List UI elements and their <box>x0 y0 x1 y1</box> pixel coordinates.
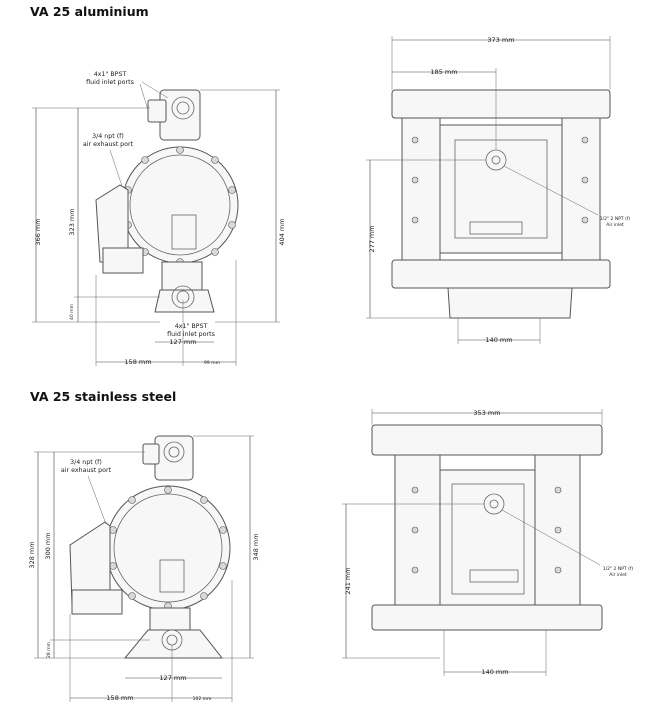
ss-side-view: 328 mm 300 mm 28 mm 348 mm 158 mm 102 mm… <box>28 435 260 702</box>
alu-callout-exhaust-1: 3/4 npt (f) <box>92 133 124 140</box>
ss-height-base: 28 mm <box>46 642 52 658</box>
ss-callout-exhaust-2: air exhaust port <box>61 467 112 474</box>
alu-top-width-half: 185 mm <box>430 68 457 76</box>
ss-callout-exhaust-1: 3/4 npt (f) <box>70 459 102 466</box>
alu-width-left: 158 mm <box>124 358 151 366</box>
alu-callout-exhaust-2: air exhaust port <box>83 141 134 148</box>
alu-top-width-bottom: 140 mm <box>485 336 512 344</box>
alu-top-view: 373 mm 185 mm 277 mm 140 mm 1/2" 2 NPT (… <box>366 36 630 344</box>
section-title-aluminium: VA 25 aluminium <box>30 4 149 19</box>
ss-height-total: 328 mm <box>28 541 36 568</box>
alu-top-callout-1: 1/2" 2 NPT (f) <box>600 216 631 222</box>
section-title-stainless: VA 25 stainless steel <box>30 389 177 404</box>
alu-top-width-total: 373 mm <box>487 36 514 44</box>
alu-width-right: 99 mm <box>204 360 220 366</box>
ss-top-width-bottom: 140 mm <box>481 668 508 676</box>
alu-callout-bottom-2: fluid inlet ports <box>167 331 215 338</box>
ss-top-view: 353 mm 241 mm 140 mm 1/2" 2 NPT (f) Air … <box>342 409 633 676</box>
alu-top-callout-2: Air inlet <box>606 222 624 228</box>
ss-top-callout-2: Air inlet <box>609 572 627 578</box>
ss-height-right: 348 mm <box>252 533 260 560</box>
ss-top-height: 241 mm <box>344 567 352 594</box>
alu-side-view: 366 mm 323 mm 40 mm 404 mm 158 mm 99 mm … <box>32 71 286 366</box>
alu-height-inner: 323 mm <box>68 208 76 235</box>
alu-height-base: 40 mm <box>69 304 75 320</box>
ss-width-left: 158 mm <box>106 694 133 702</box>
ss-height-inner: 300 mm <box>44 532 52 559</box>
alu-height-right: 404 mm <box>278 218 286 245</box>
alu-width-base: 127 mm <box>169 338 196 346</box>
alu-height-total: 366 mm <box>34 218 42 245</box>
alu-callout-top-2: fluid inlet ports <box>86 79 134 86</box>
ss-top-width-total: 353 mm <box>473 409 500 417</box>
ss-top-callout-1: 1/2" 2 NPT (f) <box>603 566 634 572</box>
alu-callout-top-1: 4x1" BPST <box>94 71 127 78</box>
ss-width-right: 102 mm <box>193 696 212 702</box>
ss-width-base: 127 mm <box>159 674 186 682</box>
alu-callout-bottom-1: 4x1" BPST <box>175 323 208 330</box>
alu-top-height: 277 mm <box>368 225 376 252</box>
